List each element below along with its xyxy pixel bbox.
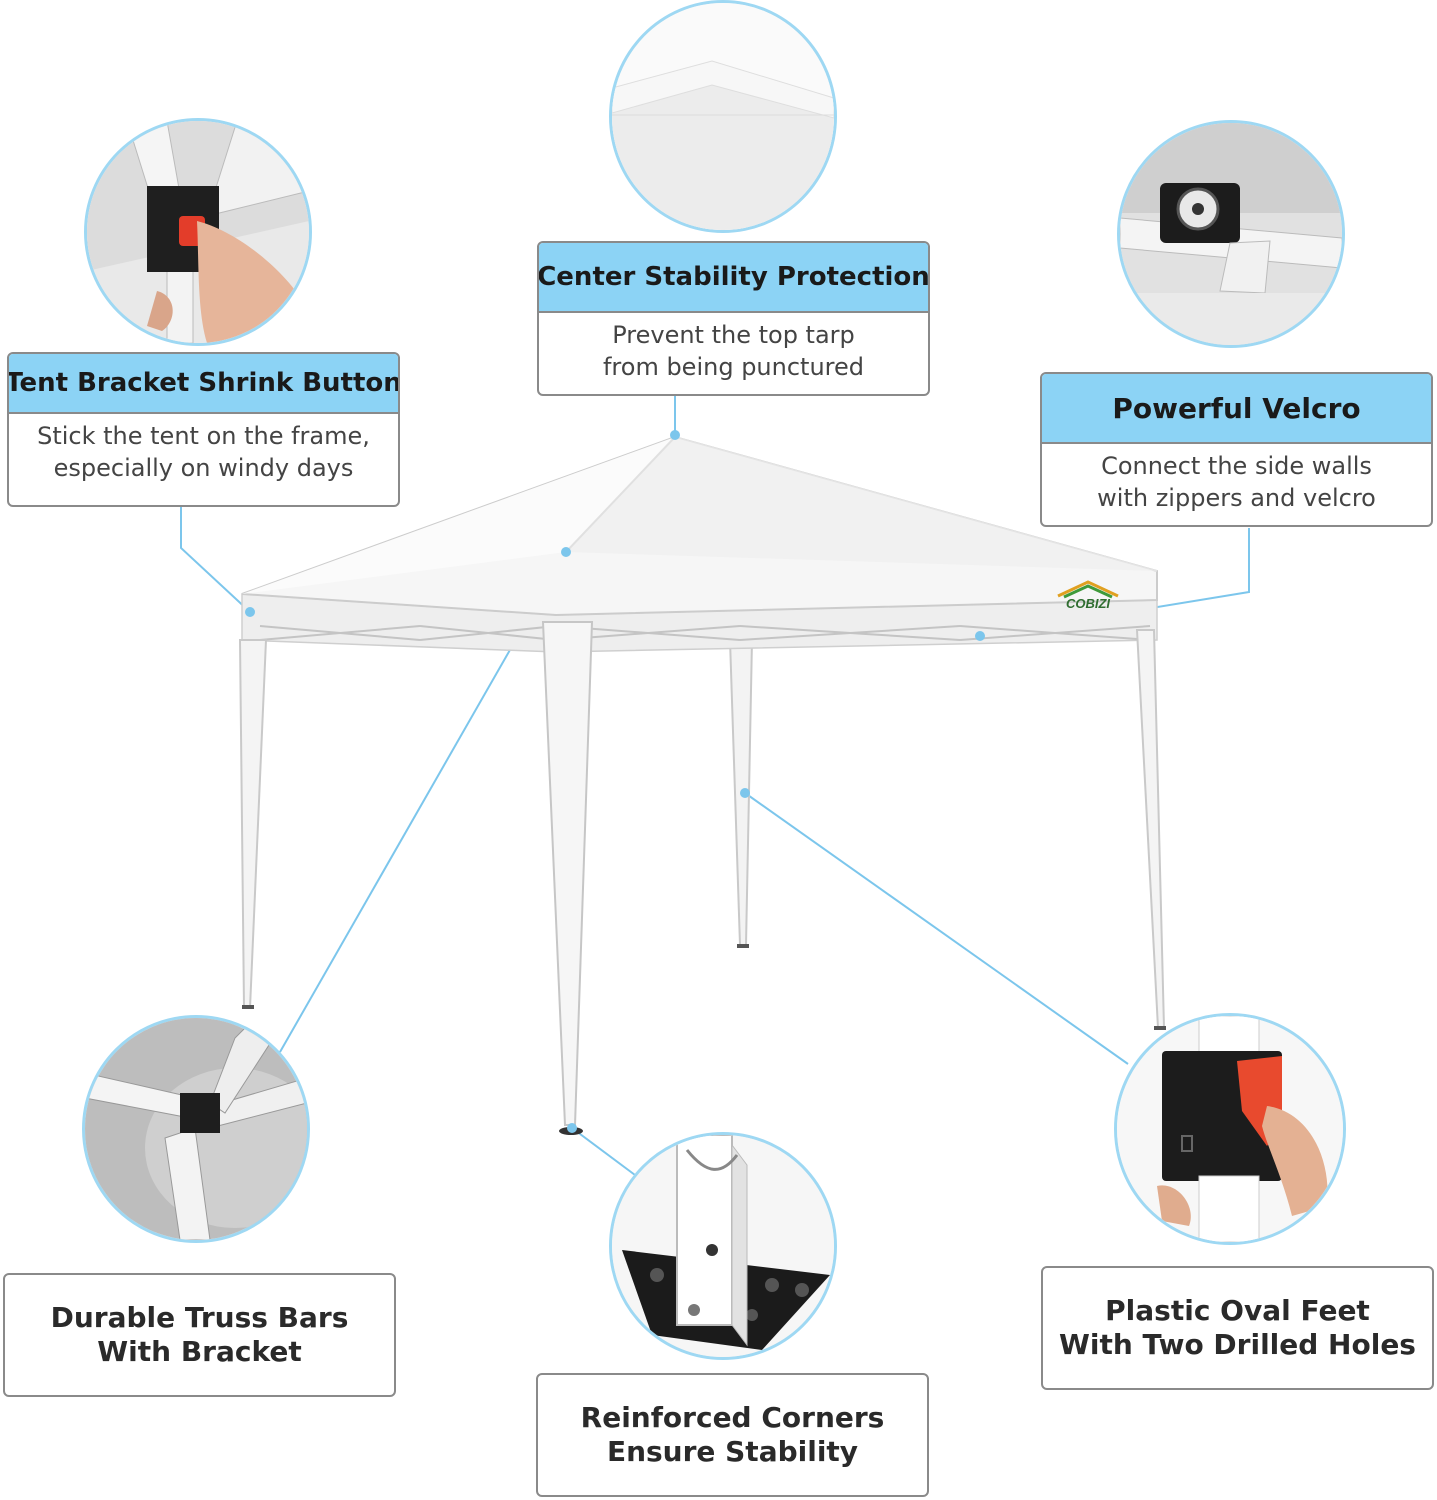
detail-truss-bars xyxy=(82,1015,310,1243)
desc-line: with zippers and velcro xyxy=(1097,484,1376,512)
feature-label-line: With Two Drilled Holes xyxy=(1059,1328,1416,1361)
feature-title-center-stability: Center Stability Protection xyxy=(539,243,928,313)
detail-velcro xyxy=(1117,120,1345,348)
leader-line-feet xyxy=(744,792,1129,1065)
feature-desc-velcro: Connect the side walls with zippers and … xyxy=(1042,444,1431,514)
desc-line: from being punctured xyxy=(602,353,865,381)
leader-line-shrink-button xyxy=(180,505,251,613)
desc-line: Prevent the top tarp xyxy=(612,321,855,349)
feature-label-line: Plastic Oval Feet xyxy=(1105,1294,1370,1327)
detail-center-top xyxy=(609,0,837,233)
feature-label-line: Durable Truss Bars xyxy=(50,1301,349,1334)
feature-desc-center-stability: Prevent the top tarp from being puncture… xyxy=(539,313,928,383)
detail-oval-feet xyxy=(1114,1013,1346,1245)
desc-line: Stick the tent on the frame, xyxy=(37,422,370,450)
feature-desc-shrink-button: Stick the tent on the frame, especially … xyxy=(9,414,398,484)
feature-box-shrink-button: Tent Bracket Shrink Button Stick the ten… xyxy=(7,352,400,507)
desc-line: especially on windy days xyxy=(53,454,354,482)
feature-title-velcro: Powerful Velcro xyxy=(1042,374,1431,444)
detail-shrink-button xyxy=(84,118,312,346)
svg-text:COBIZI: COBIZI xyxy=(1066,596,1110,611)
desc-line: Connect the side walls xyxy=(1101,452,1372,480)
feature-box-oval-feet: Plastic Oval Feet With Two Drilled Holes xyxy=(1041,1266,1434,1390)
feature-box-center-stability: Center Stability Protection Prevent the … xyxy=(537,241,930,396)
detail-reinforced-corners xyxy=(609,1132,837,1360)
feature-label-line: Reinforced Corners xyxy=(580,1401,885,1434)
feature-title-shrink-button: Tent Bracket Shrink Button xyxy=(9,354,398,414)
feature-box-reinforced-corners: Reinforced Corners Ensure Stability xyxy=(536,1373,929,1497)
leader-line-corners xyxy=(571,1127,636,1176)
feature-box-truss-bars: Durable Truss Bars With Bracket xyxy=(3,1273,396,1397)
feature-box-velcro: Powerful Velcro Connect the side walls w… xyxy=(1040,372,1433,527)
cobizi-logo: COBIZI xyxy=(1057,580,1119,611)
feature-label-line: Ensure Stability xyxy=(606,1435,859,1468)
feature-label-line: With Bracket xyxy=(97,1335,302,1368)
